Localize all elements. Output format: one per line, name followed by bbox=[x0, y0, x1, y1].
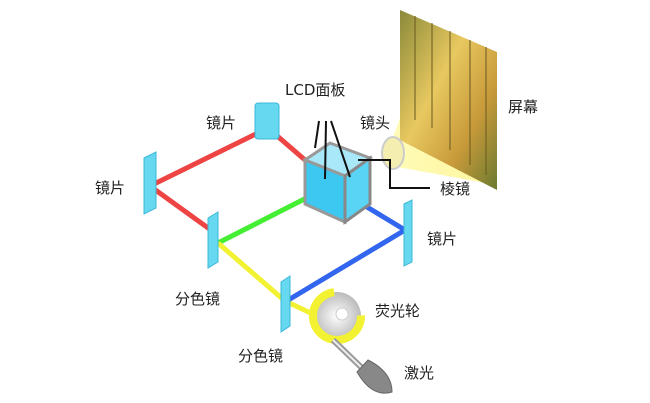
mirror-right bbox=[403, 199, 413, 267]
prism-cube bbox=[301, 141, 374, 225]
red-beam bbox=[145, 125, 307, 236]
label-screen: 屏幕 bbox=[508, 98, 539, 116]
dichroic-1 bbox=[207, 211, 219, 269]
lens bbox=[381, 136, 405, 170]
label-lcd-panel: LCD面板 bbox=[285, 81, 346, 99]
label-mirror-top: 镜片 bbox=[206, 114, 237, 132]
laser-emitter bbox=[356, 359, 393, 394]
mirrors bbox=[143, 102, 413, 333]
screen bbox=[400, 10, 497, 190]
label-dichroic-2: 分色镜 bbox=[238, 347, 284, 365]
label-phosphor-wheel: 荧光轮 bbox=[375, 302, 421, 320]
label-mirror-left: 镜片 bbox=[95, 179, 126, 197]
label-prism: 棱镜 bbox=[440, 180, 471, 198]
label-lens: 镜头 bbox=[360, 114, 391, 132]
mirror-top bbox=[254, 102, 280, 140]
leader-lines bbox=[314, 120, 430, 189]
label-mirror-right: 镜片 bbox=[427, 230, 458, 248]
label-dichroic-1: 分色镜 bbox=[175, 290, 221, 308]
label-laser: 激光 bbox=[404, 364, 435, 382]
mirror-left bbox=[143, 151, 157, 215]
forest-trees bbox=[414, 16, 487, 175]
dichroic-2 bbox=[280, 275, 291, 333]
